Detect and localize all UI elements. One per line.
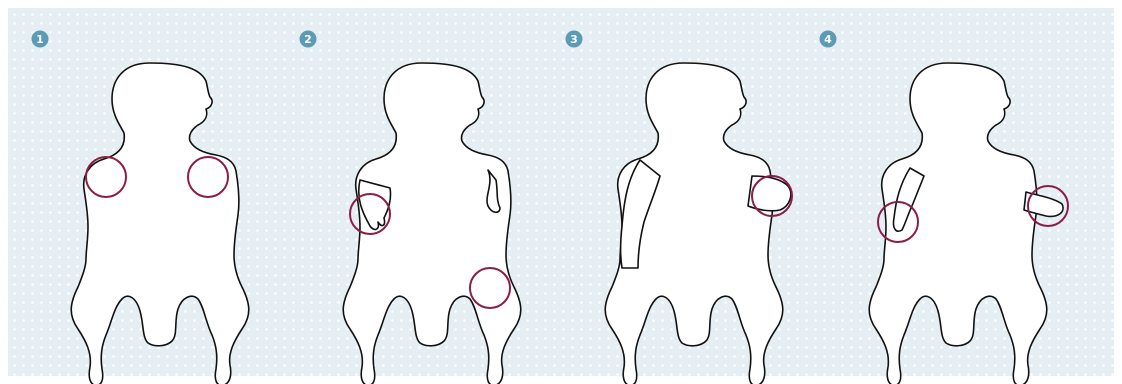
step-number-4: 4 bbox=[824, 33, 832, 46]
step-badge-4: 4 bbox=[820, 31, 837, 48]
baby-silhouette-1 bbox=[71, 63, 249, 384]
panel-2: 2 bbox=[300, 31, 521, 384]
panel-1: 1 bbox=[32, 31, 249, 384]
step-badge-3: 3 bbox=[566, 31, 583, 48]
step-badge-2: 2 bbox=[300, 31, 317, 48]
step-number-2: 2 bbox=[304, 33, 312, 46]
panel-3: 3 bbox=[566, 31, 793, 384]
step-badge-1: 1 bbox=[32, 31, 49, 48]
step-number-1: 1 bbox=[36, 33, 44, 46]
step-number-3: 3 bbox=[570, 33, 578, 46]
panel-4: 4 bbox=[820, 31, 1069, 384]
